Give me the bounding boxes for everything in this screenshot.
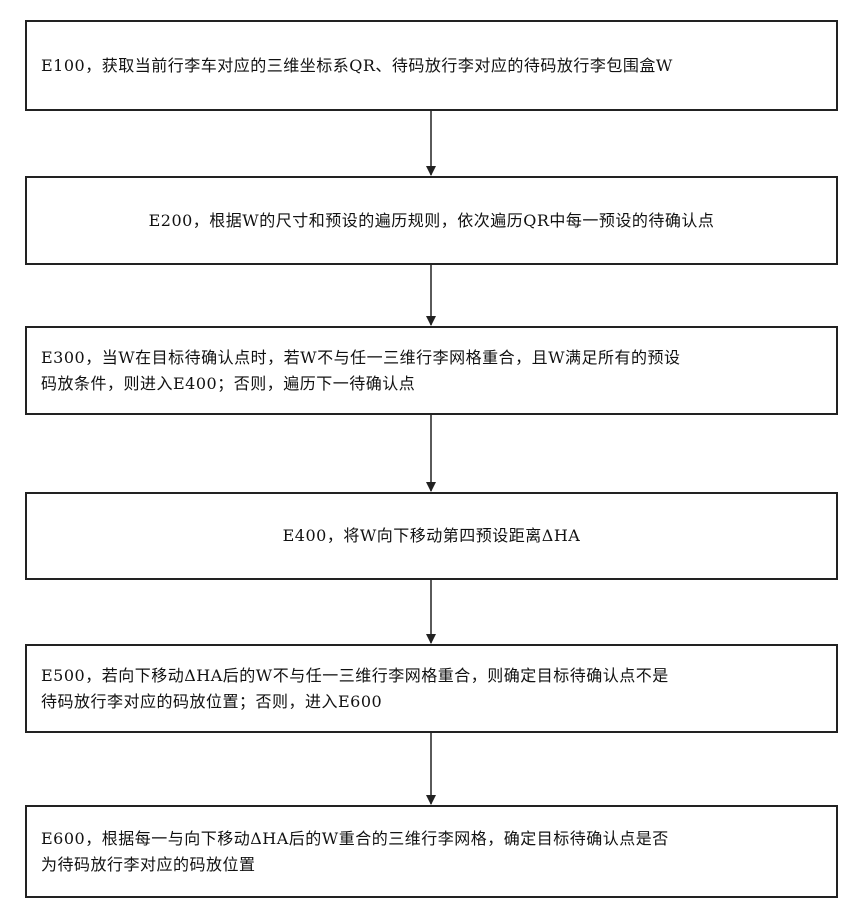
step-e200-box: E200，根据W的尺寸和预设的遍历规则，依次遍历QR中每一预设的待确认点 <box>25 176 838 265</box>
step-e100-text: E100，获取当前行李车对应的三维坐标系QR、待码放行李对应的待码放行李包围盒W <box>27 53 836 79</box>
step-e600-text: E600，根据每一与向下移动ΔHA后的W重合的三维行李网格，确定目标待确认点是否… <box>27 826 836 878</box>
step-e200-text: E200，根据W的尺寸和预设的遍历规则，依次遍历QR中每一预设的待确认点 <box>27 208 836 234</box>
step-e400-box: E400，将W向下移动第四预设距离ΔHA <box>25 492 838 580</box>
step-e500-box: E500，若向下移动ΔHA后的W不与任一三维行李网格重合，则确定目标待确认点不是… <box>25 644 838 733</box>
step-e300-text: E300，当W在目标待确认点时，若W不与任一三维行李网格重合，且W满足所有的预设… <box>27 345 836 397</box>
step-e100-box: E100，获取当前行李车对应的三维坐标系QR、待码放行李对应的待码放行李包围盒W <box>25 20 838 111</box>
step-e600-box: E600，根据每一与向下移动ΔHA后的W重合的三维行李网格，确定目标待确认点是否… <box>25 805 838 898</box>
step-e500-text: E500，若向下移动ΔHA后的W不与任一三维行李网格重合，则确定目标待确认点不是… <box>27 663 836 715</box>
step-e300-box: E300，当W在目标待确认点时，若W不与任一三维行李网格重合，且W满足所有的预设… <box>25 326 838 415</box>
step-e400-text: E400，将W向下移动第四预设距离ΔHA <box>27 523 836 549</box>
